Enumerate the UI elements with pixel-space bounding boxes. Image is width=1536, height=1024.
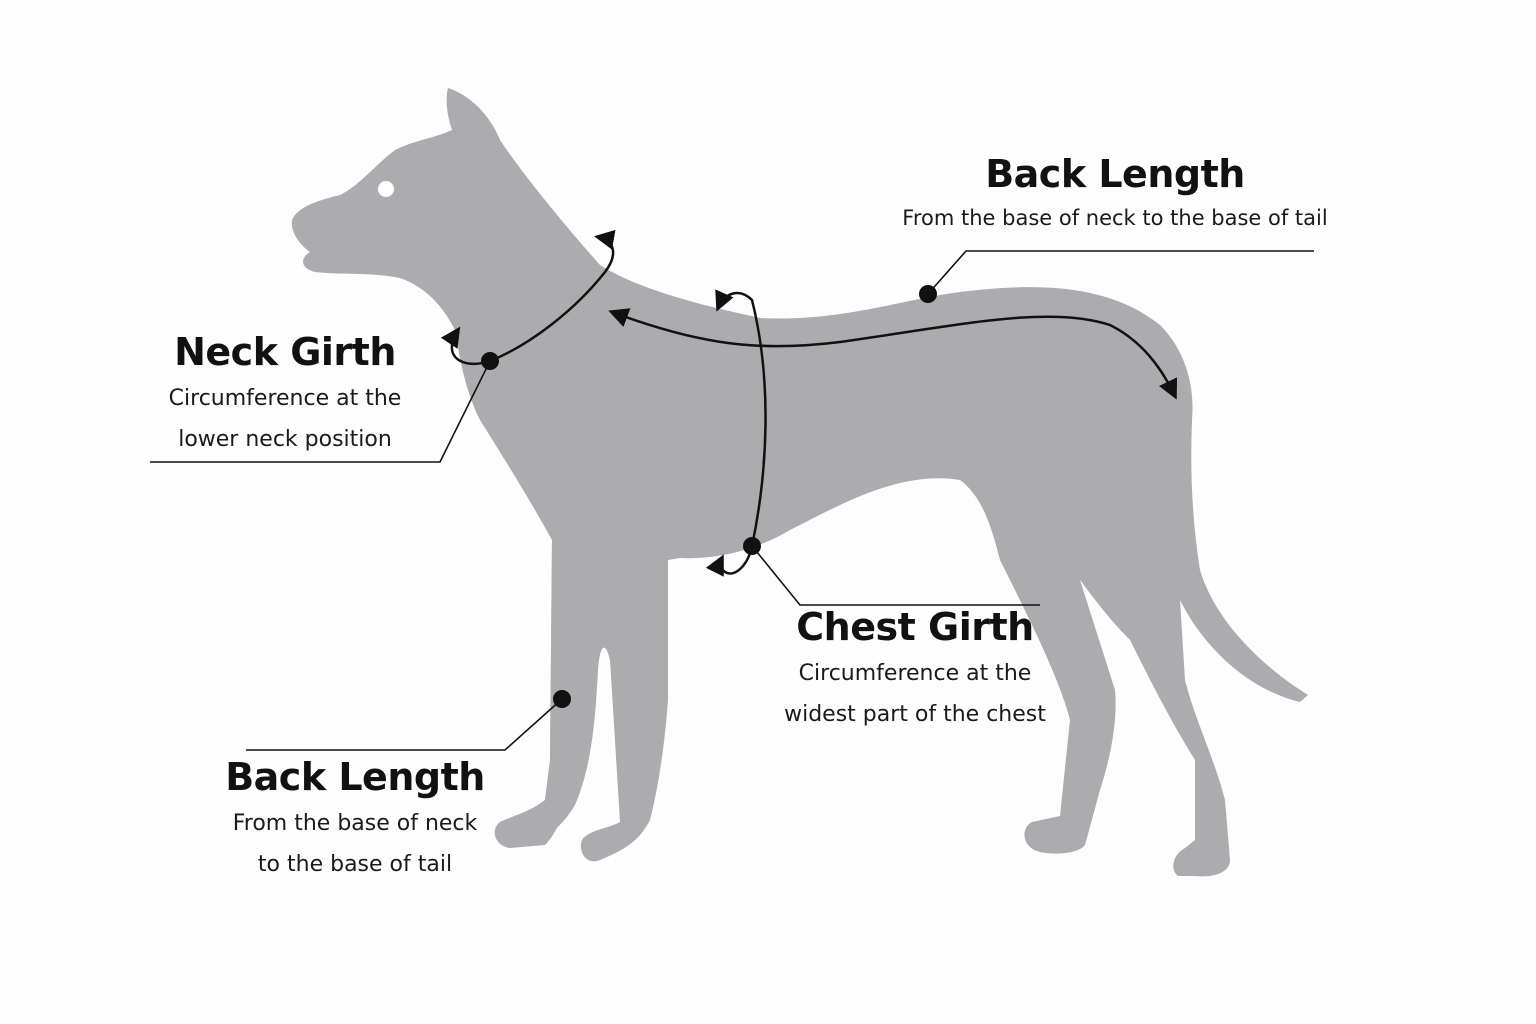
chest-leader-line: [751, 545, 1040, 606]
chest-girth-title: Chest Girth: [796, 605, 1034, 649]
neck-girth-desc-line2: lower neck position: [178, 427, 392, 452]
dog-front-leg: [494, 540, 600, 848]
dog-eye: [378, 181, 394, 197]
back-length-top-label: Back Length From the base of neck to the…: [900, 152, 1330, 235]
neck-girth-desc-line1: Circumference at the: [168, 386, 402, 411]
back-length-arrow: [608, 308, 1178, 400]
chest-girth-measure: [705, 289, 767, 577]
neck-leader-line: [150, 360, 491, 463]
back-top-leader-line: [927, 250, 1314, 295]
chest-girth-label: Chest Girth Circumference at the widest …: [770, 605, 1060, 731]
chest-girth-desc-line2: widest part of the chest: [784, 702, 1046, 727]
back-length-top-desc: From the base of neck to the base of tai…: [902, 206, 1328, 230]
neck-girth-measure: [440, 229, 616, 366]
back-bottom-leader-line: [246, 698, 563, 751]
back-length-bottom-desc-line1: From the base of neck: [232, 811, 478, 836]
back-length-bottom-title: Back Length: [225, 755, 485, 799]
back-length-bottom-label: Back Length From the base of neck to the…: [205, 755, 505, 881]
dog-silhouette: [291, 88, 1309, 877]
back-length-top-title: Back Length: [985, 152, 1245, 196]
dog-body: [291, 88, 1309, 877]
neck-girth-label: Neck Girth Circumference at the lower ne…: [150, 330, 420, 456]
chest-girth-desc-line1: Circumference at the: [798, 661, 1032, 686]
back-length-bottom-desc-line2: to the base of tail: [257, 852, 453, 877]
neck-girth-title: Neck Girth: [174, 330, 396, 374]
